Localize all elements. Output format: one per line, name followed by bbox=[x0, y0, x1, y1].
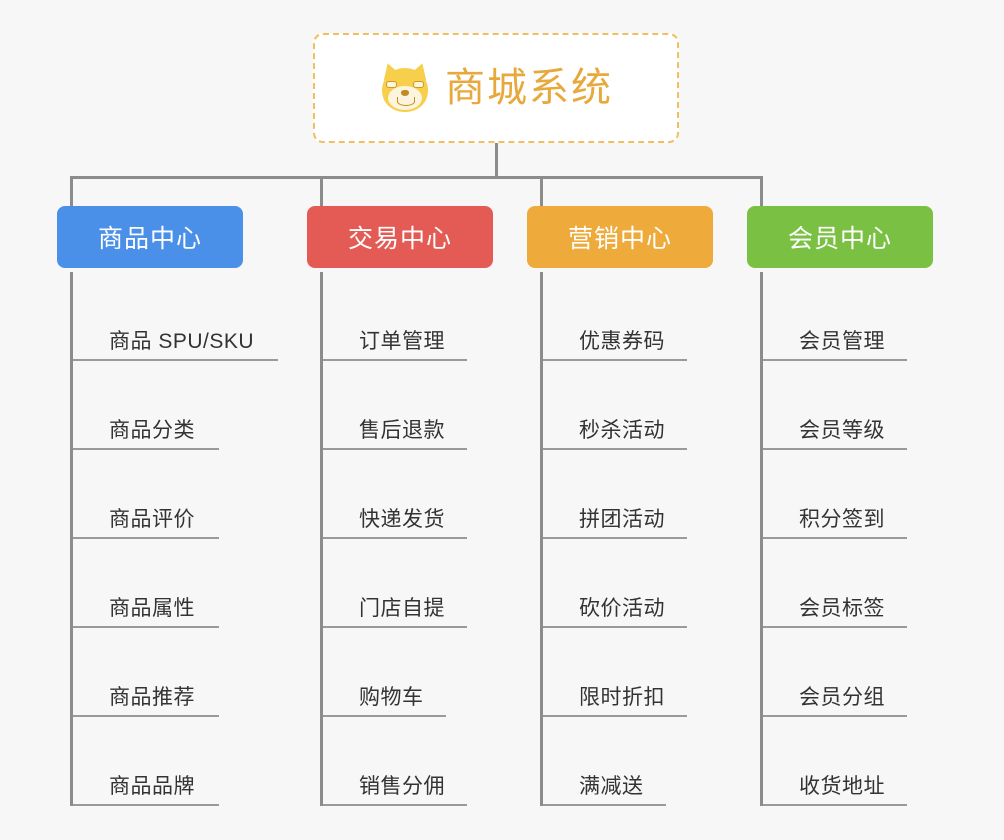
leaf-item[interactable]: 积分签到 bbox=[763, 450, 907, 539]
leaf-spine bbox=[70, 272, 73, 806]
leaf-label: 商品分类 bbox=[73, 419, 219, 450]
leaf-spine bbox=[320, 272, 323, 806]
branch-node-4[interactable]: 会员中心 bbox=[747, 206, 933, 268]
leaf-item[interactable]: 限时折扣 bbox=[543, 628, 687, 717]
branch-drop-connector bbox=[760, 176, 763, 206]
branch-label: 交易中心 bbox=[347, 225, 452, 253]
leaf-item[interactable]: 商品推荐 bbox=[73, 628, 219, 717]
branch-node-1[interactable]: 商品中心 bbox=[57, 206, 243, 268]
leaf-label: 商品评价 bbox=[73, 508, 219, 539]
leaf-item[interactable]: 满减送 bbox=[543, 717, 666, 806]
leaf-item[interactable]: 商品品牌 bbox=[73, 717, 219, 806]
leaf-label: 会员等级 bbox=[763, 419, 907, 450]
leaf-item[interactable]: 会员分组 bbox=[763, 628, 907, 717]
branch-node-2[interactable]: 交易中心 bbox=[307, 206, 493, 268]
leaf-label: 会员标签 bbox=[763, 597, 907, 628]
leaf-label: 售后退款 bbox=[323, 419, 467, 450]
leaf-label: 门店自提 bbox=[323, 597, 467, 628]
branch-drop-connector bbox=[70, 176, 73, 206]
leaf-label: 商品推荐 bbox=[73, 686, 219, 717]
leaf-label: 优惠券码 bbox=[543, 330, 687, 361]
leaf-item[interactable]: 售后退款 bbox=[323, 361, 467, 450]
leaf-spine bbox=[760, 272, 763, 806]
branch-node-3[interactable]: 营销中心 bbox=[527, 206, 713, 268]
leaf-item[interactable]: 商品评价 bbox=[73, 450, 219, 539]
leaf-label: 商品属性 bbox=[73, 597, 219, 628]
leaf-label: 购物车 bbox=[323, 686, 446, 717]
branch-label: 商品中心 bbox=[97, 225, 202, 253]
leaf-label: 限时折扣 bbox=[543, 686, 687, 717]
leaf-label: 秒杀活动 bbox=[543, 419, 687, 450]
leaf-label: 商品 SPU/SKU bbox=[73, 330, 279, 361]
leaf-label: 拼团活动 bbox=[543, 508, 687, 539]
leaf-item[interactable]: 收货地址 bbox=[763, 717, 907, 806]
leaf-item[interactable]: 砍价活动 bbox=[543, 539, 687, 628]
leaf-item[interactable]: 拼团活动 bbox=[543, 450, 687, 539]
leaf-item[interactable]: 商品 SPU/SKU bbox=[73, 272, 279, 361]
leaf-spine bbox=[540, 272, 543, 806]
leaf-label: 积分签到 bbox=[763, 508, 907, 539]
leaf-item[interactable]: 商品属性 bbox=[73, 539, 219, 628]
leaf-label: 商品品牌 bbox=[73, 775, 219, 806]
leaf-label: 会员分组 bbox=[763, 686, 907, 717]
branch-drop-connector bbox=[320, 176, 323, 206]
branch-label: 会员中心 bbox=[787, 225, 892, 253]
leaf-item[interactable]: 会员等级 bbox=[763, 361, 907, 450]
leaf-item[interactable]: 快递发货 bbox=[323, 450, 467, 539]
leaf-item[interactable]: 购物车 bbox=[323, 628, 446, 717]
leaf-label: 快递发货 bbox=[323, 508, 467, 539]
root-node[interactable]: 商城系统 bbox=[313, 33, 679, 143]
leaf-item[interactable]: 秒杀活动 bbox=[543, 361, 687, 450]
root-stub-connector bbox=[495, 143, 498, 179]
leaf-label: 砍价活动 bbox=[543, 597, 687, 628]
leaf-item[interactable]: 销售分佣 bbox=[323, 717, 467, 806]
leaf-item[interactable]: 会员标签 bbox=[763, 539, 907, 628]
root-title: 商城系统 bbox=[445, 66, 613, 110]
leaf-item[interactable]: 门店自提 bbox=[323, 539, 467, 628]
leaf-item[interactable]: 订单管理 bbox=[323, 272, 467, 361]
leaf-label: 销售分佣 bbox=[323, 775, 467, 806]
horizontal-bus-connector bbox=[70, 176, 763, 179]
leaf-item[interactable]: 优惠券码 bbox=[543, 272, 687, 361]
leaf-label: 订单管理 bbox=[323, 330, 467, 361]
leaf-item[interactable]: 商品分类 bbox=[73, 361, 219, 450]
branch-drop-connector bbox=[540, 176, 543, 206]
dog-face-icon bbox=[379, 60, 431, 114]
leaf-label: 收货地址 bbox=[763, 775, 907, 806]
branch-label: 营销中心 bbox=[567, 225, 672, 253]
leaf-label: 满减送 bbox=[543, 775, 666, 806]
leaf-label: 会员管理 bbox=[763, 330, 907, 361]
leaf-item[interactable]: 会员管理 bbox=[763, 272, 907, 361]
